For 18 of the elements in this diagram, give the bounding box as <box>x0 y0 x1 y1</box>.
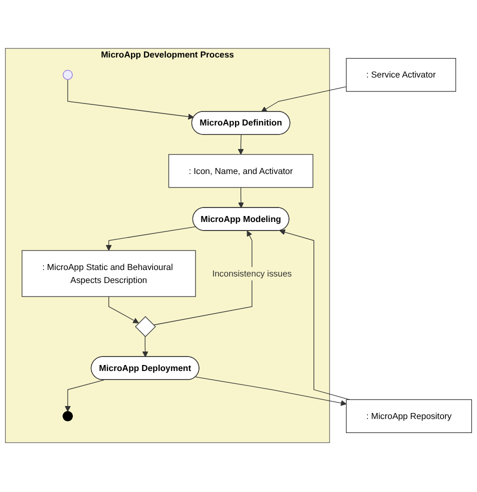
node-box: : MicroApp Repository <box>346 400 472 434</box>
arrow <box>195 377 347 406</box>
node-box: : Service Activator <box>346 58 456 92</box>
arrow <box>64 380 104 412</box>
arrow <box>261 86 347 112</box>
arrow <box>142 336 148 358</box>
node-diamond <box>134 316 156 338</box>
node-circle <box>62 70 73 80</box>
edge-label: Inconsistency issues <box>212 268 292 279</box>
arrow <box>153 231 252 326</box>
arrow <box>279 230 350 400</box>
arrow <box>108 296 139 324</box>
arrow <box>238 188 244 209</box>
arrow <box>238 134 244 156</box>
node-box: : Icon, Name, and Activator <box>168 154 314 188</box>
node-box: : MicroApp Static and Behavioural Aspects Description <box>22 250 196 298</box>
arrow <box>67 80 194 120</box>
arrow <box>106 226 196 252</box>
